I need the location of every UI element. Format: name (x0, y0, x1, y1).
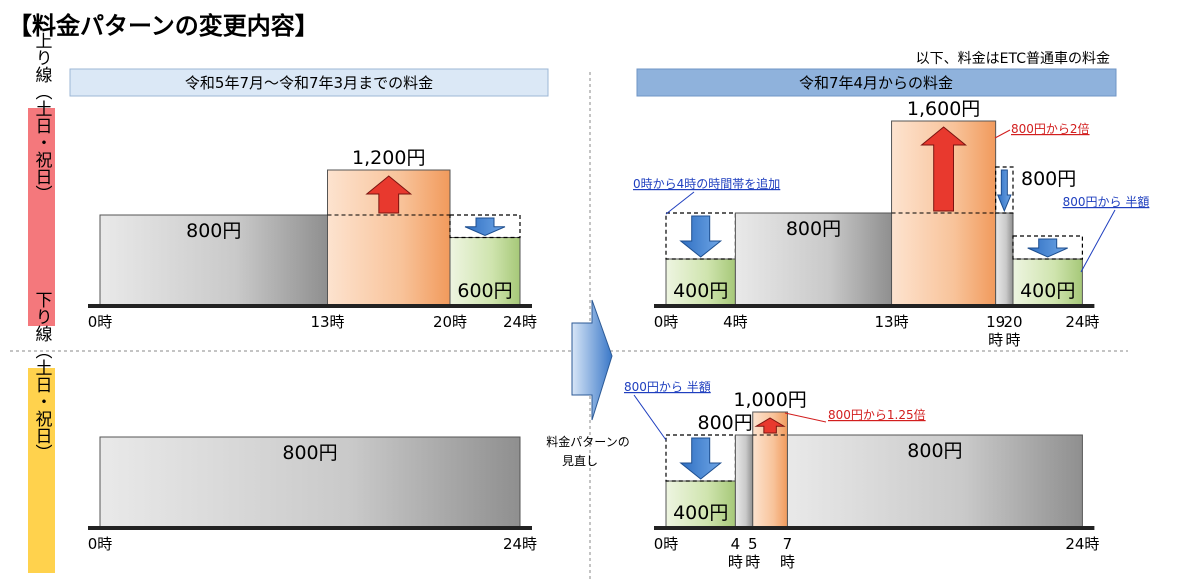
new-inbound-gap-price-label: 800円 (1021, 168, 1076, 190)
tick-label-24: 24時 (1065, 535, 1099, 553)
new-outbound-peak-price-label: 1,000円 (733, 389, 806, 411)
new-inbound-evening-down-arrow-icon (1027, 238, 1068, 258)
tick-label-20-unit: 時 (1005, 331, 1020, 349)
new-inbound-night-price-label: 400円 (673, 280, 728, 302)
old-inbound-peak-price-label: 1,200円 (352, 147, 425, 169)
old-inbound-evening-bar (449, 237, 521, 306)
new-outbound-early-bar (734, 434, 754, 528)
tick-label-20: 20時 (433, 313, 467, 331)
outbound-label-box (28, 368, 55, 573)
new-inbound-gap-bar (995, 212, 1014, 306)
tick-label-24: 24時 (503, 535, 537, 553)
tick-label-5-unit: 時 (745, 553, 760, 571)
new-inbound-night-down-arrow-icon (679, 215, 723, 258)
inbound-label: 上り線（土日・祝日） (32, 32, 53, 202)
annotation-double: 800円から2倍 (1011, 121, 1090, 136)
tick-label-5: 5 (748, 535, 758, 553)
new-inbound-gap-prev-level (995, 166, 1014, 214)
annotation-125: 800円から1.25倍 (828, 407, 926, 422)
tick-label-13: 13時 (310, 313, 344, 331)
tick-label-24: 24時 (503, 313, 537, 331)
new-header-box (636, 68, 1117, 97)
tick-label-13: 13時 (875, 313, 909, 331)
tick-label-0: 0時 (654, 535, 679, 553)
new-inbound-peak-price-label: 1,600円 (907, 98, 980, 120)
new-outbound-night-price-label: 400円 (673, 502, 728, 524)
new-inbound-base-bar (734, 212, 893, 306)
tick-label-0: 0時 (88, 535, 113, 553)
old-inbound-base-price-label: 800円 (186, 220, 241, 242)
old-header: 令和5年7月～令和7年3月までの料金 (185, 74, 433, 92)
old-outbound-base-price-label: 800円 (282, 442, 337, 464)
tick-label-4-unit: 時 (728, 553, 743, 571)
note-etc: 以下、料金はETC普通車の料金 (916, 50, 1110, 67)
tick-label-4: 4時 (723, 313, 748, 331)
old-inbound-evening-down-arrow-icon (464, 217, 506, 237)
old-outbound-base-bar (99, 436, 521, 528)
new-inbound-evening-bar (1012, 258, 1083, 306)
new-inbound-base-price-label: 800円 (786, 218, 841, 240)
tick-label-7: 7 (783, 535, 793, 553)
new-inbound-evening-price-label: 400円 (1020, 280, 1075, 302)
page-title: 【料金パターンの変更内容】 (8, 12, 319, 40)
new-inbound-peak-up-arrow-icon (920, 126, 968, 212)
transition-label-line2: 見直し (562, 454, 598, 468)
annotation-half-night: 800円から 半額 (624, 380, 711, 394)
old-inbound-evening-prev-level (449, 214, 521, 239)
tick-label-20: 20 (1003, 313, 1022, 331)
tick-label-4: 4 (731, 535, 741, 553)
outbound-label: 下り線（土日・祝日） (32, 291, 53, 461)
inbound-label-box (28, 108, 55, 326)
old-inbound-base-bar (99, 214, 328, 306)
transition-arrow-icon (571, 299, 613, 421)
tick-label-19-unit: 時 (988, 331, 1003, 349)
old-inbound-peak-up-arrow-icon (365, 175, 413, 214)
new-header: 令和7年4月からの料金 (799, 74, 953, 92)
annotation-added-band: 0時から4時の時間帯を追加 (633, 176, 780, 191)
annotations: 800円から2倍 0時から4時の時間帯を追加 800円から 半額 800円から … (624, 121, 1150, 441)
tick-label-24: 24時 (1065, 313, 1099, 331)
tick-label-7-unit: 時 (780, 553, 795, 571)
new-outbound-base-bar (786, 434, 1083, 528)
annotation-half-evening: 800円から 半額 (1063, 195, 1150, 209)
new-outbound-night-down-arrow-icon (679, 437, 723, 480)
transition-label-line1: 料金パターンの (546, 434, 629, 449)
new-outbound-early-price-label: 800円 (697, 412, 752, 434)
tick-label-0: 0時 (654, 313, 679, 331)
new-inbound-gap-down-arrow-icon (996, 169, 1012, 213)
old-inbound-panel: 800円 1,200円 600円 0時 13時 20時 24時 (88, 147, 537, 331)
new-inbound-evening-prev-level (1012, 235, 1084, 260)
old-header-box (69, 68, 549, 97)
new-outbound-base-price-label: 800円 (907, 440, 962, 462)
new-outbound-night-bar (665, 480, 736, 528)
old-outbound-panel: 800円 0時 24時 (88, 436, 537, 553)
tick-label-19: 19 (986, 313, 1005, 331)
tick-label-0: 0時 (88, 313, 113, 331)
old-inbound-evening-price-label: 600円 (457, 280, 512, 302)
new-outbound-peak-up-arrow-icon (754, 417, 786, 434)
